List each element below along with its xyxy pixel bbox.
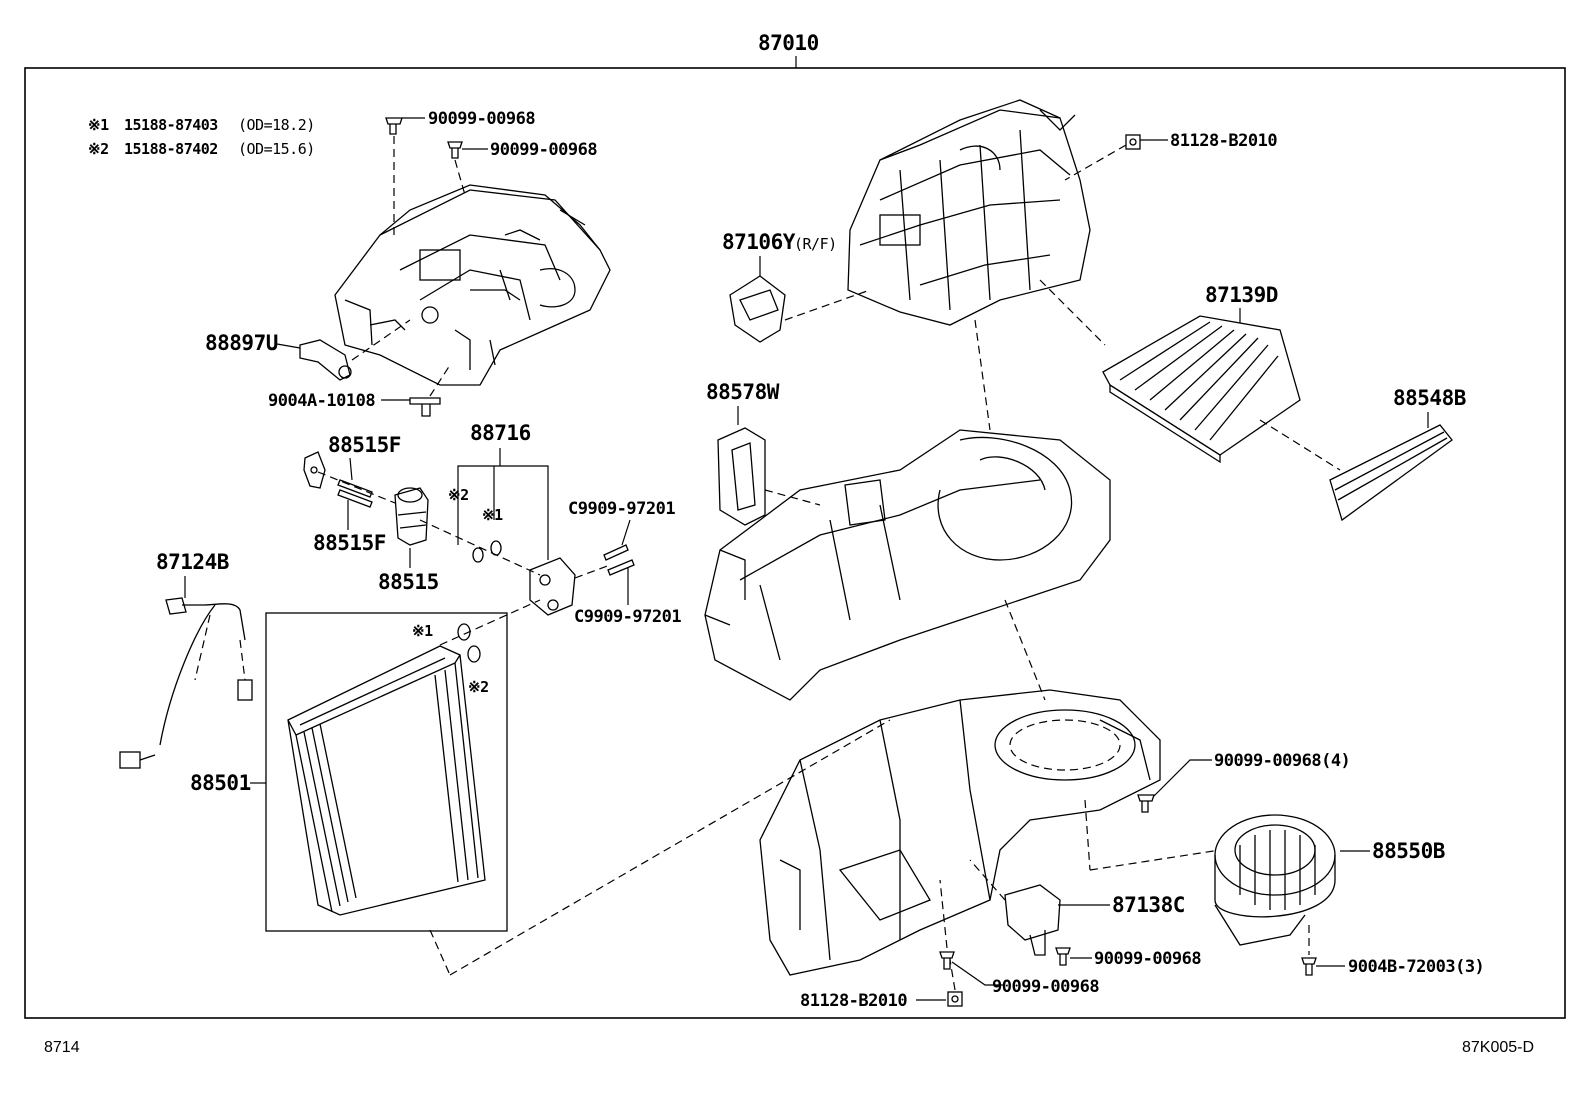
evaporator-icon-88501	[287, 645, 486, 916]
note-spec-1: (OD=18.2)	[238, 116, 315, 134]
screw-icon-b	[447, 141, 463, 159]
gasket-icon-88578W	[717, 427, 766, 526]
label-88515F-b[interactable]: 88515F	[313, 531, 386, 555]
label-88550B[interactable]: 88550B	[1372, 839, 1445, 863]
label-87138C[interactable]: 87138C	[1112, 893, 1185, 917]
footer-left: 8714	[44, 1039, 80, 1056]
assembly-label[interactable]: 87010	[758, 31, 819, 55]
label-88501[interactable]: 88501	[190, 771, 251, 795]
label-88716[interactable]: 88716	[470, 421, 531, 445]
bracket-icon	[303, 451, 326, 489]
sensor-icon-88897U	[299, 339, 352, 381]
assembly-frame	[24, 67, 1566, 1019]
screw-icon-9004B	[1301, 957, 1317, 976]
blower-motor-icon-88550B	[1214, 814, 1336, 946]
pipe-block-icon-88716	[529, 557, 576, 616]
label-88578W[interactable]: 88578W	[706, 380, 780, 404]
screw-icon-9004A	[409, 397, 441, 417]
upper-case-drawing	[334, 184, 611, 386]
note-part-1: 15188-87403	[124, 116, 218, 134]
thermistor-icon-87124B	[119, 597, 253, 769]
resistor-icon-87138C	[1004, 884, 1061, 956]
note-mark-1b: ※1	[412, 622, 433, 640]
bolt-icon-c9909-a	[603, 544, 629, 561]
label-C9909-b[interactable]: C9909-97201	[574, 607, 682, 627]
label-88548B[interactable]: 88548B	[1393, 386, 1466, 410]
note-mark-2a: ※2	[448, 486, 469, 504]
screw-icon-90099-d	[939, 951, 955, 970]
label-9004A[interactable]: 9004A-10108	[268, 391, 376, 411]
note-spec-2: (OD=15.6)	[238, 140, 315, 158]
filter-icon-87139D	[1102, 315, 1301, 464]
label-81128-bottom[interactable]: 81128-B2010	[800, 991, 908, 1011]
label-87106Y-suffix: (R/F)	[794, 235, 837, 253]
clip-icon-81128-bottom	[947, 991, 963, 1007]
label-9004B[interactable]: 9004B-72003(3)	[1348, 957, 1485, 977]
note-mark-2: ※2	[88, 140, 109, 158]
bolt-icon-88515F	[337, 479, 373, 508]
lower-case-drawing	[759, 689, 1161, 976]
label-87139D[interactable]: 87139D	[1205, 283, 1278, 307]
evaporator-frame	[265, 612, 508, 932]
label-87106Y[interactable]: 87106Y	[722, 230, 796, 254]
note-mark-1a: ※1	[482, 506, 503, 524]
notes-legend: ※1 15188-87403 (OD=18.2) ※2 15188-87402 …	[88, 116, 315, 158]
screw-icon-a	[385, 117, 403, 135]
servo-icon-87106Y	[729, 275, 786, 343]
label-81128-top[interactable]: 81128-B2010	[1170, 131, 1278, 151]
clip-icon-81128-top	[1125, 134, 1141, 150]
label-88897U[interactable]: 88897U	[205, 331, 278, 355]
filter-strip-icon-88548B	[1329, 424, 1453, 522]
note-mark-1: ※1	[88, 116, 109, 134]
bolt-icon-c9909-b	[607, 559, 635, 576]
label-88515F-a[interactable]: 88515F	[328, 433, 401, 457]
label-90099-d[interactable]: 90099-00968	[992, 977, 1100, 997]
label-88515[interactable]: 88515	[378, 570, 439, 594]
label-C9909-a[interactable]: C9909-97201	[568, 499, 676, 519]
note-part-2: 15188-87402	[124, 140, 218, 158]
label-90099-a[interactable]: 90099-00968	[428, 109, 536, 129]
label-90099-b[interactable]: 90099-00968	[490, 140, 598, 160]
middle-case-drawing	[704, 429, 1111, 701]
label-87124B[interactable]: 87124B	[156, 550, 229, 574]
label-90099-c[interactable]: 90099-00968	[1094, 949, 1202, 969]
expansion-valve-icon	[394, 487, 429, 546]
note-mark-2b: ※2	[468, 678, 489, 696]
label-90099-4[interactable]: 90099-00968(4)	[1214, 751, 1351, 771]
screw-icon-90099-c	[1055, 947, 1071, 966]
footer-right: 87K005-D	[1462, 1039, 1534, 1056]
upper-right-case-drawing	[847, 99, 1091, 326]
screw-icon-90099-4	[1137, 794, 1155, 813]
